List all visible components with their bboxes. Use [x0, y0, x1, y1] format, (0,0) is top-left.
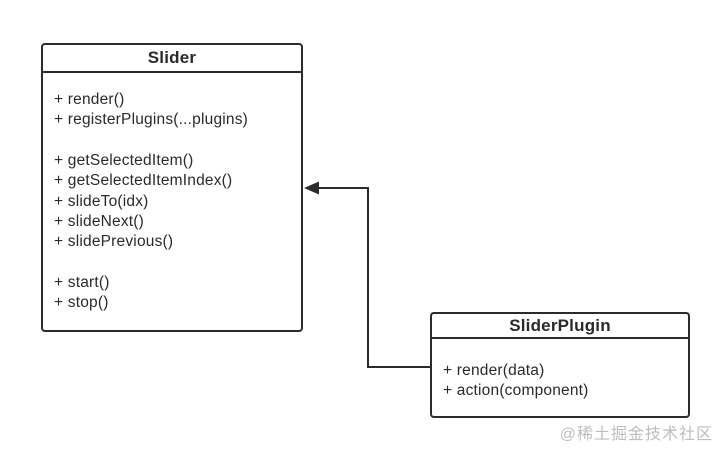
method-label: + action(component): [443, 382, 589, 400]
class-members-sliderplugin: + render(data) + action(component): [432, 339, 688, 402]
method-label: + slidePrevious(): [54, 233, 174, 251]
method-label: + getSelectedItem(): [54, 151, 194, 169]
method-label: + getSelectedItemIndex(): [54, 172, 233, 190]
class-title-slider: Slider: [43, 45, 301, 73]
method-label: + render(data): [443, 362, 545, 379]
class-members-slider: + render() + registerPlugins(...plugins)…: [43, 73, 301, 314]
watermark: @稀土掘金技术社区: [559, 426, 713, 443]
method-label: + start(): [54, 273, 110, 291]
method-label: + render(): [54, 91, 125, 108]
class-box-sliderplugin: SliderPlugin + render(data) + action(com…: [430, 312, 690, 418]
connector-line: [319, 187, 430, 368]
method-label: + registerPlugins(...plugins): [54, 111, 249, 129]
method-label: + stop(): [54, 294, 109, 312]
member-group-divider: [54, 131, 295, 151]
method-label: + slideNext(): [54, 212, 145, 230]
class-box-slider: Slider + render() + registerPlugins(...p…: [41, 43, 303, 332]
class-title-sliderplugin: SliderPlugin: [432, 314, 688, 339]
member-group-divider: [54, 253, 295, 273]
method-label: + slideTo(idx): [54, 192, 149, 210]
arrowhead-icon: [304, 181, 319, 195]
